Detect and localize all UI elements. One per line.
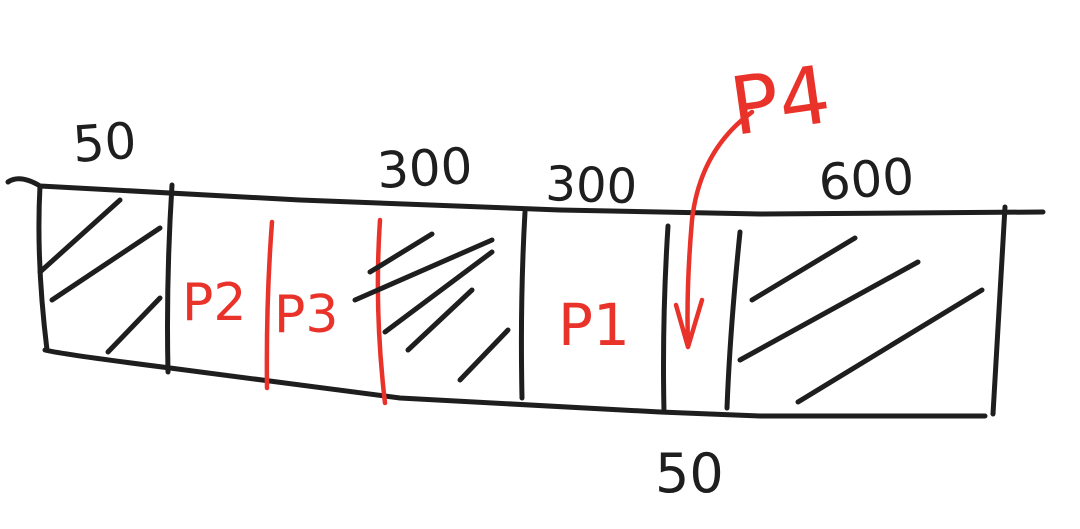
p1-partition-size-label: 300 bbox=[545, 156, 639, 215]
strip-left-edge bbox=[36, 183, 50, 353]
process-p2-label: P2 bbox=[182, 273, 246, 333]
strip-top-edge bbox=[5, 176, 1046, 217]
divider-3 bbox=[661, 223, 671, 415]
p4-arrow-head bbox=[673, 297, 705, 350]
divider-p3-end bbox=[375, 217, 388, 406]
p4-arrow bbox=[673, 109, 755, 350]
hole-hatching-1 bbox=[37, 197, 163, 355]
memory-strip bbox=[5, 176, 1046, 419]
p4-arrow-shaft bbox=[685, 109, 755, 348]
hole-3-size-label: 300 bbox=[376, 137, 474, 200]
divider-2 bbox=[518, 209, 528, 401]
strip-bottom-edge bbox=[42, 347, 988, 419]
strip-right-edge bbox=[990, 204, 1008, 417]
divider-1 bbox=[165, 182, 175, 375]
process-p3-label: P3 bbox=[274, 285, 338, 345]
process-p1-label: P1 bbox=[558, 291, 630, 359]
hole-1-size-label: 50 bbox=[71, 112, 139, 174]
partition-dividers bbox=[165, 182, 743, 415]
hole-hatching-3 bbox=[352, 231, 511, 383]
allocation-dividers bbox=[264, 217, 388, 406]
hole-hatching-5 bbox=[737, 235, 985, 405]
divider-4 bbox=[724, 229, 743, 411]
hole-5-size-label: 600 bbox=[817, 147, 916, 212]
divider-p2-p3 bbox=[264, 219, 275, 391]
process-p4-label: P4 bbox=[725, 48, 836, 154]
hole-4-size-label: 50 bbox=[655, 442, 724, 505]
